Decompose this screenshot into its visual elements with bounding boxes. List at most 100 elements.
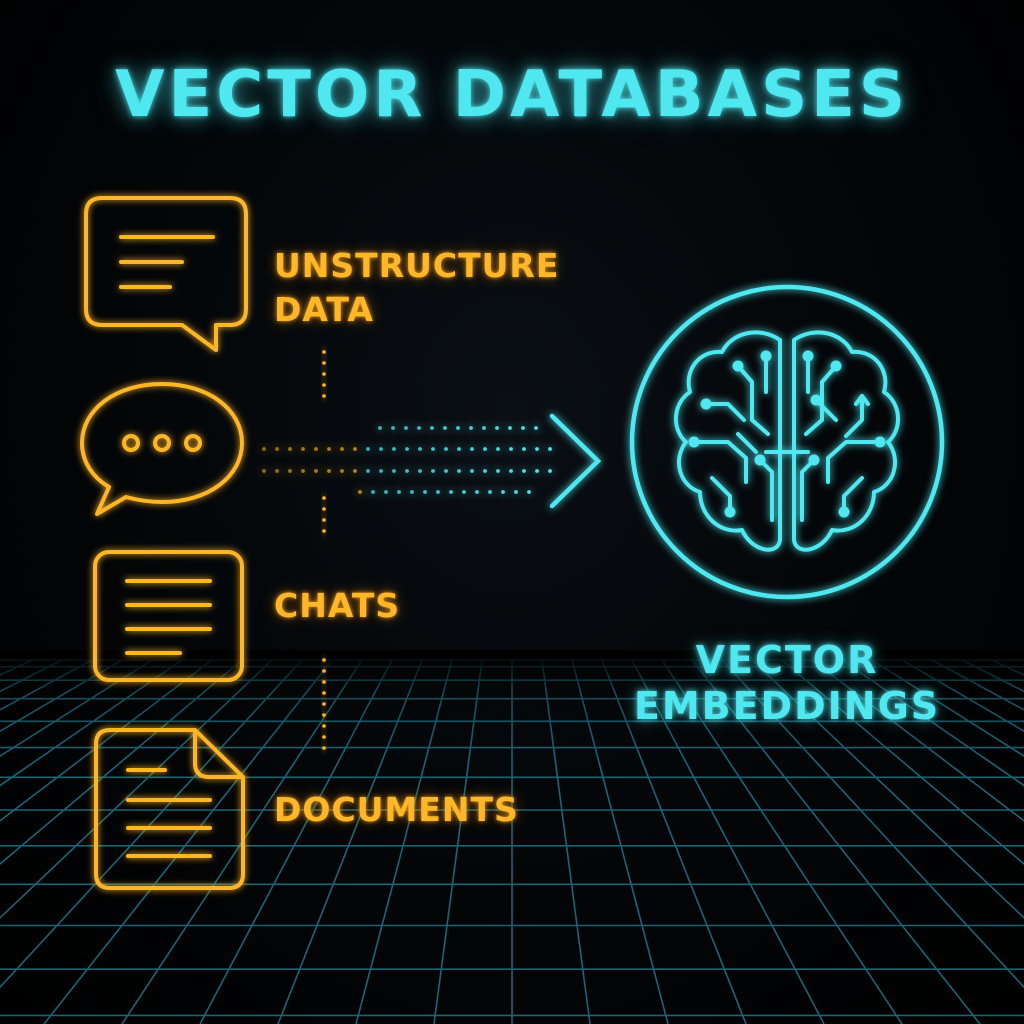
flow-dot	[496, 447, 500, 451]
flow-dot	[379, 447, 383, 451]
flow-dot	[501, 490, 505, 494]
flow-dot	[327, 447, 331, 451]
speech-bubble-text-icon	[84, 196, 248, 352]
connector-dot	[322, 350, 326, 354]
flow-dot	[262, 447, 266, 451]
flow-dot	[379, 469, 383, 473]
flow-dot	[288, 447, 292, 451]
flow-dot	[470, 469, 474, 473]
flow-dot	[262, 469, 266, 473]
flow-dot	[288, 469, 292, 473]
flow-dot	[431, 447, 435, 451]
flow-dot	[391, 426, 395, 430]
flow-dot	[314, 447, 318, 451]
flow-dot	[548, 469, 552, 473]
connector-dot	[322, 735, 326, 739]
flow-dot	[431, 469, 435, 473]
connector-dot	[322, 383, 326, 387]
flow-dot	[327, 469, 331, 473]
flow-dot	[535, 447, 539, 451]
diagram-title: VECTOR DATABASES	[115, 58, 909, 132]
flow-dot	[397, 490, 401, 494]
flow-dot	[340, 469, 344, 473]
flow-dot	[353, 469, 357, 473]
flow-dot	[275, 469, 279, 473]
flow-dot	[444, 469, 448, 473]
flow-dot	[457, 447, 461, 451]
flow-dot	[410, 490, 414, 494]
connector-dot	[322, 496, 326, 500]
flow-dot	[509, 447, 513, 451]
flow-dot	[301, 469, 305, 473]
flow-dot	[548, 447, 552, 451]
flow-dot	[423, 490, 427, 494]
source-label-chats: CHATS	[274, 584, 400, 628]
document-icon	[94, 728, 245, 890]
speech-bubble-dots-icon	[80, 382, 244, 516]
flow-dot	[483, 469, 487, 473]
connector-dot	[322, 680, 326, 684]
flow-dot	[509, 469, 513, 473]
text-panel-icon	[93, 550, 244, 682]
connector-dot	[322, 669, 326, 673]
connector-dot	[322, 529, 326, 533]
flow-dot	[430, 426, 434, 430]
flow-dot	[521, 426, 525, 430]
flow-dot	[508, 426, 512, 430]
target-label-line: VECTOR	[695, 638, 879, 682]
flow-dot	[443, 426, 447, 430]
flow-dot	[535, 469, 539, 473]
flow-dot	[392, 469, 396, 473]
flow-dot	[418, 447, 422, 451]
flow-dot	[405, 447, 409, 451]
source-label-unstructured-data: UNSTRUCTURE DATA	[274, 244, 559, 332]
flow-dot	[496, 469, 500, 473]
flow-dot	[488, 490, 492, 494]
flow-dot	[340, 447, 344, 451]
source-label-line: CHATS	[274, 586, 401, 625]
flow-dot	[470, 447, 474, 451]
source-label-line: UNSTRUCTURE	[274, 246, 560, 285]
flow-dot	[522, 447, 526, 451]
connector-dot	[322, 702, 326, 706]
flow-dot	[436, 490, 440, 494]
connector-dot	[322, 724, 326, 728]
flow-dot	[378, 426, 382, 430]
connector-dot	[322, 507, 326, 511]
flow-dot	[449, 490, 453, 494]
flow-dot	[418, 469, 422, 473]
flow-dot	[483, 447, 487, 451]
target-label-line: EMBEDDINGS	[633, 684, 941, 728]
flow-dot	[404, 426, 408, 430]
flow-dot	[495, 426, 499, 430]
flow-dot	[301, 447, 305, 451]
vertical-connectors	[322, 350, 326, 750]
flow-dot	[457, 469, 461, 473]
flow-dot	[392, 447, 396, 451]
connector-dot	[322, 746, 326, 750]
connector-dot	[322, 394, 326, 398]
source-label-line: DOCUMENTS	[274, 790, 519, 829]
flow-dot	[475, 490, 479, 494]
flow-dot	[417, 426, 421, 430]
flow-dot	[366, 447, 370, 451]
connector-dot	[322, 518, 326, 522]
brain-icon	[629, 284, 945, 600]
target-label-vector-embeddings: VECTOR EMBEDDINGS	[632, 637, 942, 729]
source-label-line: DATA	[274, 290, 374, 329]
flow-dot	[469, 426, 473, 430]
connector-dot	[322, 713, 326, 717]
flow-dot	[275, 447, 279, 451]
flow-dot	[366, 469, 370, 473]
flow-dot	[527, 490, 531, 494]
flow-dot	[514, 490, 518, 494]
connector-dot	[322, 372, 326, 376]
connector-dot	[322, 658, 326, 662]
flow-dot	[314, 469, 318, 473]
connector-dot	[322, 691, 326, 695]
flow-dot	[522, 469, 526, 473]
flow-dot	[358, 490, 362, 494]
